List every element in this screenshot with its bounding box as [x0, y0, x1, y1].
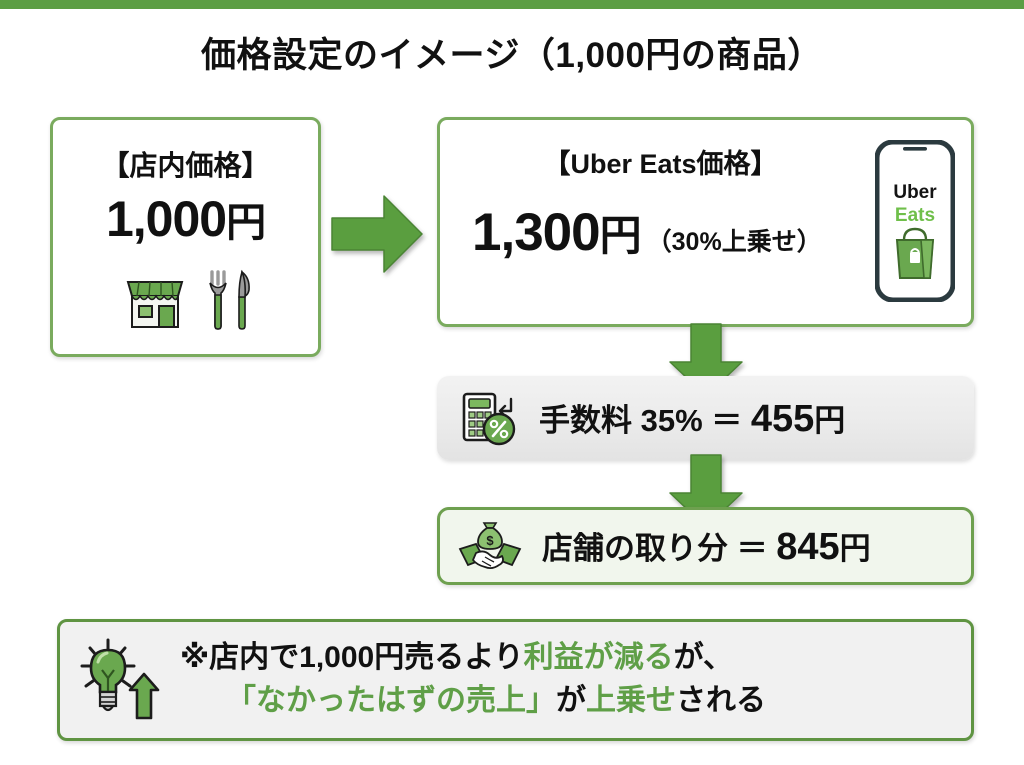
uber-eats-markup-note: （30%上乗せ） [646, 228, 822, 256]
note-line1-part2: が、 [673, 641, 734, 675]
summary-note-text: ※店内で1,000円売るより利益が減るが、 「なかったはずの売上」が上乗せされる [180, 637, 766, 722]
in-store-price-card: 【店内価格】 1,000円 [50, 117, 321, 357]
uber-eats-price-value: 1,300円 [472, 202, 642, 263]
summary-note-line-1: ※店内で1,000円売るより利益が減るが、 [180, 641, 733, 674]
summary-note-line-2: 「なかったはずの売上」が上乗せされる [180, 684, 766, 717]
note-line2-part1: が [556, 684, 586, 717]
in-store-price-label: 【店内価格】 [101, 150, 270, 181]
money-handshake-icon: $ [458, 517, 522, 575]
svg-text:$: $ [486, 533, 494, 548]
storefront-icon [120, 268, 190, 330]
arrow-right-icon [328, 188, 426, 285]
uber-eats-price-unit: 円 [599, 212, 642, 259]
uber-eats-price-label: 【Uber Eats価格】 [543, 149, 778, 179]
commission-fee-label: 手数料 35% ＝ [539, 403, 751, 438]
uber-eats-price-row: 1,300円 （30%上乗せ） [472, 202, 822, 263]
lightbulb-growth-icon [78, 634, 164, 726]
shopping-bag-icon [895, 227, 935, 279]
note-line2-highlight-2: 上乗せ [586, 684, 676, 717]
fork-knife-icon [206, 268, 252, 330]
uber-eats-phone-mockup: Uber Eats [874, 139, 956, 307]
in-store-price-number: 1,000 [105, 191, 227, 247]
commission-fee-amount: 455 [750, 398, 815, 440]
uber-brand-top: Uber [893, 182, 937, 203]
note-line1-highlight: 利益が減る [523, 641, 674, 675]
store-payout-content: $ 店舗の取り分 ＝ 845円 [440, 510, 971, 582]
commission-fee-unit: 円 [814, 403, 846, 438]
in-store-price-unit: 円 [226, 201, 266, 245]
commission-fee-bar: 手数料 35% ＝ 455円 [437, 376, 974, 460]
top-accent-band [0, 0, 1024, 9]
in-store-price-value: 1,000円 [53, 190, 318, 248]
commission-fee-text: 手数料 35% ＝ 455円 [539, 395, 845, 441]
note-line2-part2: される [676, 684, 766, 717]
store-payout-unit: 円 [839, 531, 871, 566]
in-store-icon-group [53, 268, 318, 330]
summary-note-content: ※店内で1,000円売るより利益が減るが、 「なかったはずの売上」が上乗せされる [60, 622, 971, 738]
uber-brand-bottom: Eats [895, 205, 935, 226]
commission-fee-content: 手数料 35% ＝ 455円 [437, 376, 974, 460]
uber-eats-price-card: 【Uber Eats価格】 1,300円 （30%上乗せ） Uber Eats [437, 117, 974, 327]
store-payout-amount: 845 [776, 526, 840, 568]
store-payout-text: 店舗の取り分 ＝ 845円 [542, 523, 871, 569]
store-payout-label: 店舗の取り分 ＝ [542, 531, 777, 566]
note-line2-highlight-1: 「なかったはずの売上」 [226, 684, 556, 717]
page-title: 価格設定のイメージ（1,000円の商品） [201, 36, 823, 75]
calculator-percent-icon [459, 389, 517, 447]
note-line1-part1: ※店内で1,000円売るより [180, 641, 524, 675]
store-payout-bar: $ 店舗の取り分 ＝ 845円 [437, 507, 974, 585]
summary-note-card: ※店内で1,000円売るより利益が減るが、 「なかったはずの売上」が上乗せされる [57, 619, 974, 741]
uber-eats-price-number: 1,300 [472, 203, 601, 262]
